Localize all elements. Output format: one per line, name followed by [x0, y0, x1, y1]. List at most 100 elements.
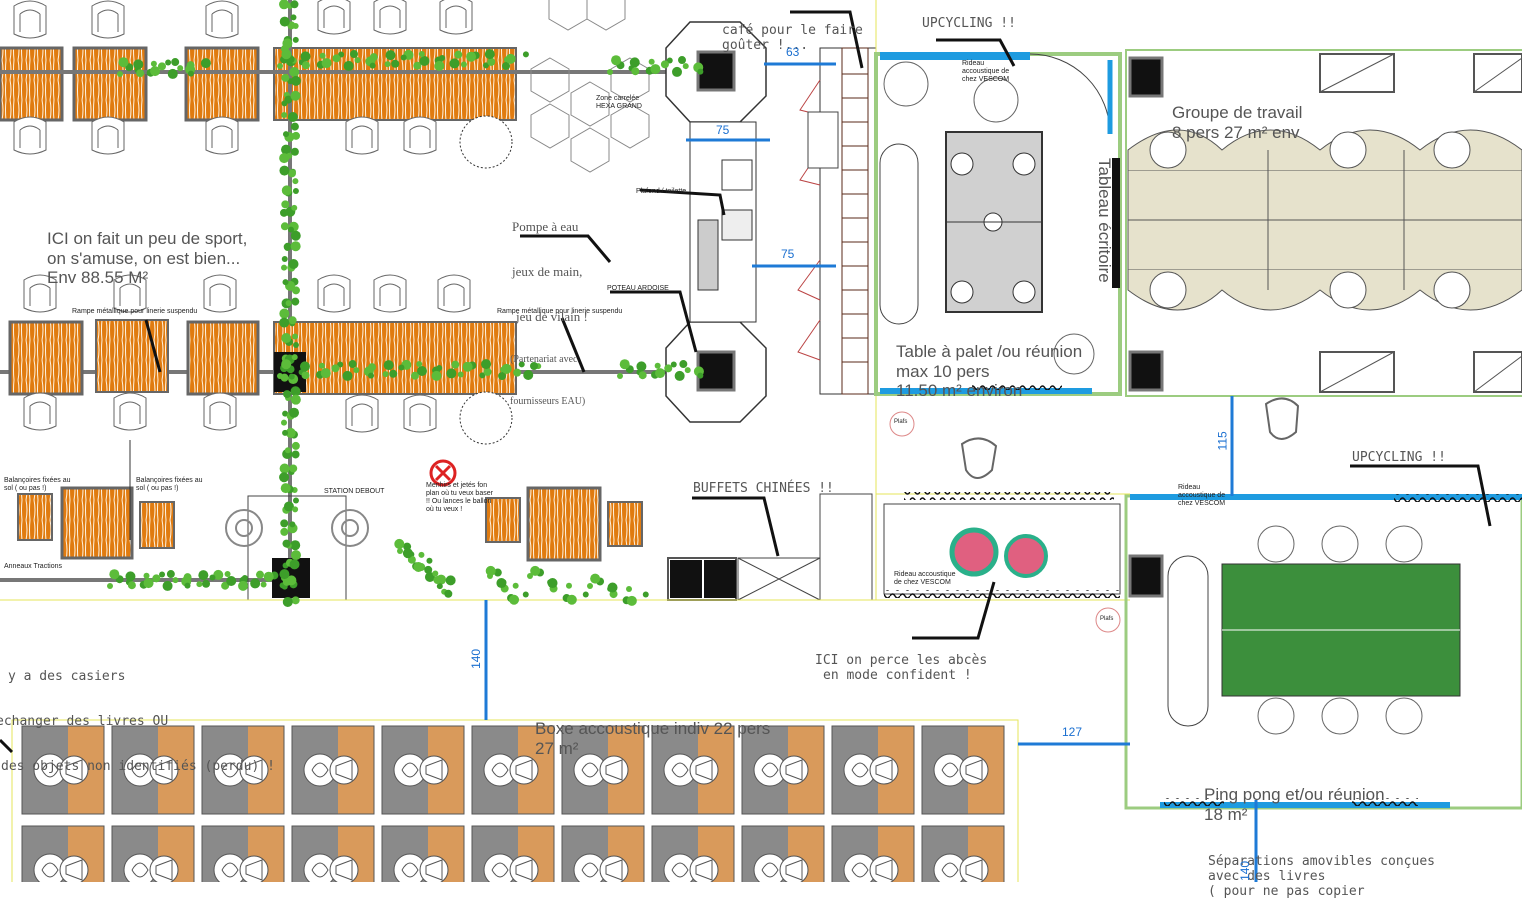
plant-leaf — [250, 578, 261, 589]
plant-leaf — [292, 36, 299, 43]
balancoires-label-2: Balançoires fixées au sol ( ou pas !) — [136, 477, 203, 493]
plant-leaf — [433, 576, 442, 585]
plant-leaf — [642, 591, 649, 598]
booth-unit — [381, 725, 465, 815]
menhirs-label: Menhirs et jetés fon plan où tu veux bas… — [426, 482, 493, 514]
plant-leaf — [397, 548, 403, 554]
plant-leaf — [617, 373, 623, 379]
plant-leaf — [436, 364, 443, 371]
plant-leaf — [255, 570, 264, 579]
rampe-label-1: Rampe métallique pour linerie suspendu — [72, 308, 198, 315]
plant-leaf — [279, 16, 290, 27]
dimension-115: 115 — [1215, 431, 1230, 451]
plant-leaf — [678, 56, 687, 65]
buffet-block — [667, 493, 873, 601]
plant-leaf — [385, 50, 396, 61]
plant-leaf — [292, 497, 299, 504]
confident-room — [883, 397, 1300, 633]
plant-leaf — [281, 200, 290, 209]
hexa-tiles — [530, 0, 650, 173]
plant-leaf — [159, 571, 166, 578]
plant-leaf — [666, 57, 673, 64]
plant-leaf — [565, 582, 572, 589]
plant-leaf — [200, 58, 211, 69]
rideau-label-2: Rideau accoustique de chez VESCOM — [1178, 484, 1226, 508]
plant-leaf — [502, 61, 511, 70]
plant-leaf — [418, 551, 425, 558]
plant-leaf — [290, 540, 301, 551]
plant-leaf — [285, 300, 292, 307]
plant-leaf — [626, 595, 637, 606]
floor-plan — [0, 0, 1522, 882]
plant-leaf — [279, 0, 290, 10]
plant-leaf — [282, 577, 291, 586]
plant-leaf — [530, 362, 539, 371]
booth-grid — [11, 719, 1019, 882]
plant-leaf — [291, 441, 300, 450]
plant-leaf — [398, 364, 405, 371]
plant-leaf — [280, 519, 289, 528]
plant-leaf — [281, 49, 292, 60]
rampe-label-2: Rampe métallique pour linerie suspendu — [497, 308, 623, 315]
plant-leaf — [281, 185, 292, 196]
plant-leaf — [487, 57, 496, 66]
plant-leaf — [136, 69, 145, 78]
dimension-140-bottom: 140 — [1238, 860, 1253, 881]
plant-leaf — [186, 61, 195, 70]
plant-leaf — [343, 60, 354, 71]
plant-leaf — [279, 165, 290, 176]
plant-leaf — [416, 366, 427, 377]
plant-leaf — [198, 570, 209, 581]
plant-leaf — [282, 279, 289, 286]
plant-leaf — [498, 371, 507, 380]
plant-leaf — [321, 58, 332, 69]
plant-leaf — [394, 538, 405, 549]
plant-leaf — [283, 390, 292, 399]
plant-leaf — [150, 60, 157, 67]
plant-leaf — [291, 131, 300, 140]
plant-leaf — [454, 50, 463, 59]
plant-leaf — [152, 574, 161, 583]
plant-leaf — [202, 579, 211, 588]
plant-leaf — [518, 361, 525, 368]
plant-leaf — [654, 362, 661, 369]
plant-leaf — [337, 361, 344, 368]
plant-leaf — [127, 581, 136, 590]
plant-leaf — [522, 591, 529, 598]
booth-unit — [921, 825, 1005, 882]
station-label: STATION DEBOUT — [324, 488, 385, 495]
plant-leaf — [143, 572, 150, 579]
hanging-plants — [107, 0, 704, 607]
plant-leaf — [319, 52, 326, 59]
plant-leaf — [384, 61, 391, 68]
plant-leaf — [133, 59, 144, 70]
plant-leaf — [636, 361, 647, 372]
plant-leaf — [157, 62, 166, 71]
plant-leaf — [291, 450, 300, 459]
plant-leaf — [282, 131, 289, 138]
plant-leaf — [299, 361, 310, 372]
plant-leaf — [289, 559, 300, 570]
plant-leaf — [282, 596, 293, 607]
plant-leaf — [281, 112, 288, 119]
plant-leaf — [290, 0, 299, 9]
swings — [0, 440, 643, 601]
plant-leaf — [419, 56, 430, 67]
plant-leaf — [290, 550, 301, 561]
plant-leaf — [109, 569, 120, 580]
plafond-label: Plafond / toilette — [636, 188, 687, 195]
plant-leaf — [283, 501, 294, 512]
plant-leaf — [279, 153, 290, 164]
plant-leaf — [279, 472, 290, 483]
plant-leaf — [483, 367, 492, 376]
upcycling-right-label: UPCYCLING !! — [1352, 450, 1446, 465]
plant-leaf — [281, 73, 290, 82]
plant-leaf — [290, 147, 299, 156]
plant-leaf — [382, 371, 389, 378]
plant-leaf — [224, 571, 231, 578]
plant-leaf — [424, 571, 435, 582]
plant-leaf — [187, 70, 194, 77]
plant-leaf — [184, 582, 191, 589]
